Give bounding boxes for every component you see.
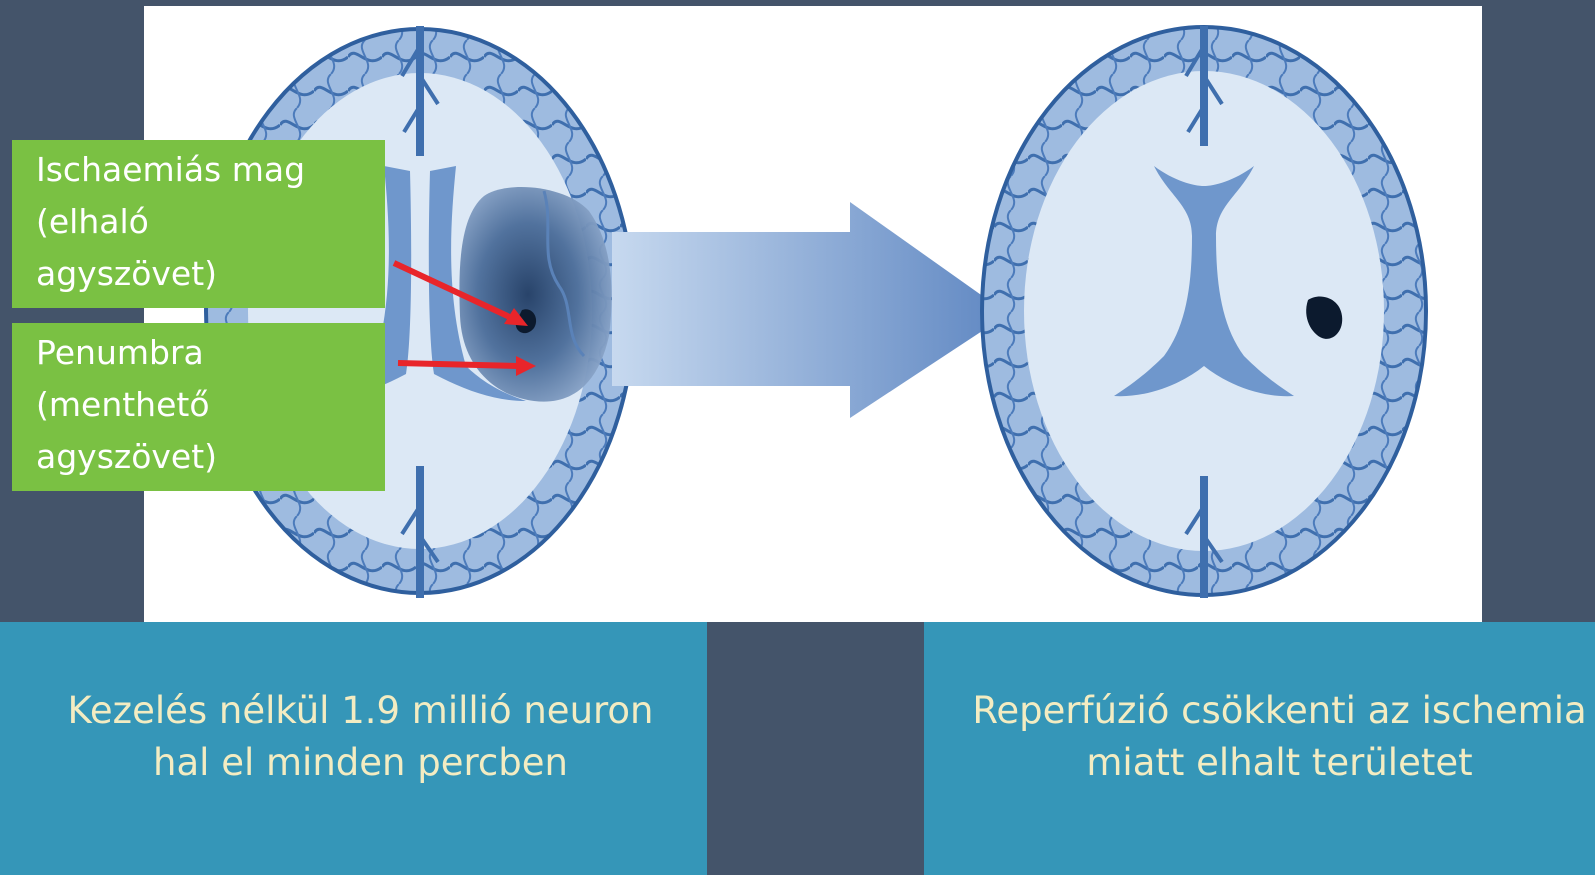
core-label-line2: (elhaló — [36, 196, 385, 248]
ischemic-core-label: Ischaemiás mag (elhaló agyszövet) — [12, 140, 385, 308]
caption-without-treatment: Kezelés nélkül 1.9 millió neuron hal el … — [0, 622, 707, 875]
caption-reperfusion: Reperfúzió csökkenti az ischemia miatt e… — [924, 622, 1595, 875]
caption-left-line1: Kezelés nélkül 1.9 millió neuron — [67, 685, 653, 737]
caption-right-line1: Reperfúzió csökkenti az ischemia — [972, 685, 1586, 737]
penumbra-label-line1: Penumbra — [36, 327, 385, 379]
caption-left-line2: hal el minden percben — [67, 737, 653, 789]
penumbra-label-line2: (menthető — [36, 379, 385, 431]
brain-figure — [144, 6, 1482, 622]
penumbra-label: Penumbra (menthető agyszövet) — [12, 323, 385, 491]
penumbra-label-line3: agyszövet) — [36, 431, 385, 483]
figure-panel — [144, 6, 1482, 622]
transition-arrow-icon — [612, 202, 1008, 418]
brain-after-icon — [982, 26, 1426, 598]
caption-right-line2: miatt elhalt területet — [972, 737, 1586, 789]
core-label-line1: Ischaemiás mag — [36, 144, 385, 196]
core-label-line3: agyszövet) — [36, 248, 385, 300]
brain-before-icon — [206, 26, 634, 598]
